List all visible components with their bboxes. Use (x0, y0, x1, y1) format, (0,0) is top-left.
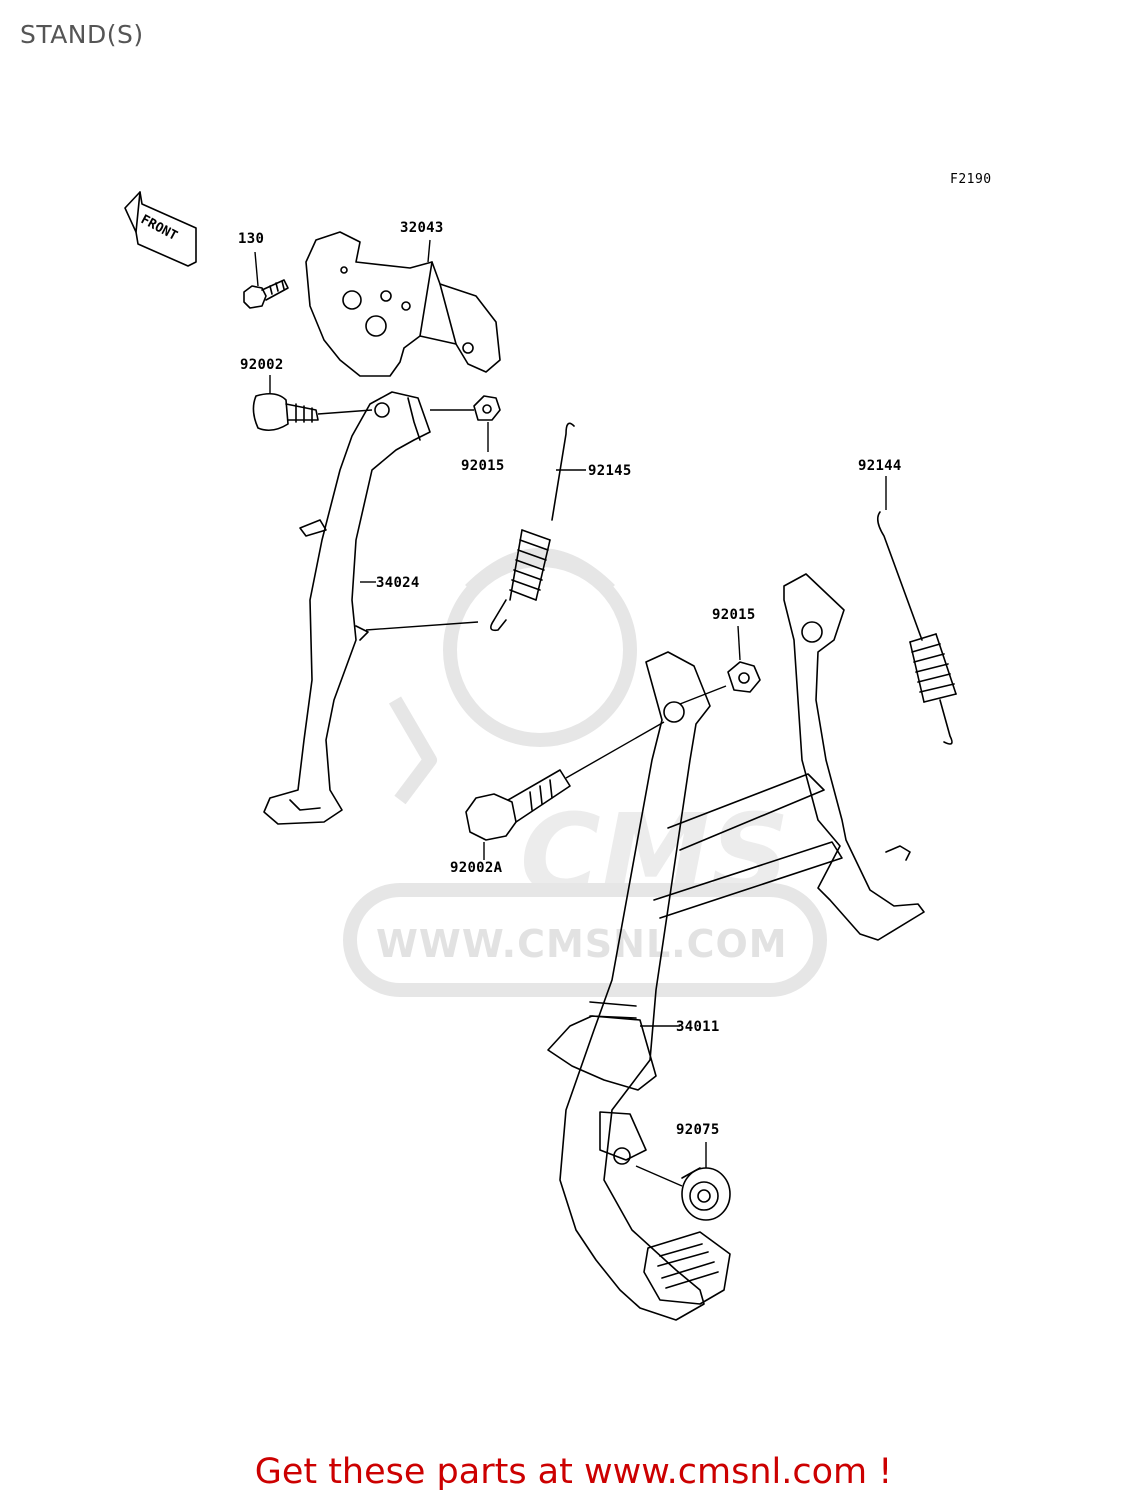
callout-34024[interactable]: 34024 (376, 575, 420, 591)
callout-32043[interactable]: 32043 (400, 220, 444, 236)
nut-92015-right-icon (727, 661, 761, 693)
bolt-92002a-icon (465, 769, 571, 841)
page-title: STAND(S) (20, 20, 144, 49)
callout-130[interactable]: 130 (238, 231, 265, 247)
callout-92075[interactable]: 92075 (676, 1122, 720, 1138)
spring-92145-icon (490, 422, 575, 632)
callout-92015-top[interactable]: 92015 (461, 458, 505, 474)
callout-92002a[interactable]: 92002A (450, 860, 503, 876)
front-arrow-icon: FRONT (124, 191, 197, 267)
callout-92002[interactable]: 92002 (240, 357, 284, 373)
bolt-130-icon (243, 279, 289, 309)
leader-lines (254, 239, 887, 1187)
callout-92015-right[interactable]: 92015 (712, 607, 756, 623)
watermark-mascot (343, 548, 827, 997)
spring-92144-icon (876, 511, 957, 745)
stopper-92075-icon (681, 1167, 731, 1221)
watermark-url: WWW.CMSNL.COM (376, 922, 788, 966)
front-indicator-label: FRONT (138, 212, 180, 244)
callout-34011[interactable]: 34011 (676, 1019, 720, 1035)
bracket-32043-icon (305, 231, 501, 377)
callout-92144[interactable]: 92144 (858, 458, 902, 474)
bolt-92002-icon (252, 392, 319, 432)
figure-code: F2190 (950, 172, 992, 187)
nut-92015-top-icon (473, 395, 501, 421)
get-parts-link[interactable]: Get these parts at www.cmsnl.com ! (254, 1452, 893, 1492)
side-stand-34024-icon (263, 391, 431, 825)
center-stand-34011-icon (547, 573, 925, 1321)
callout-92145[interactable]: 92145 (588, 463, 632, 479)
